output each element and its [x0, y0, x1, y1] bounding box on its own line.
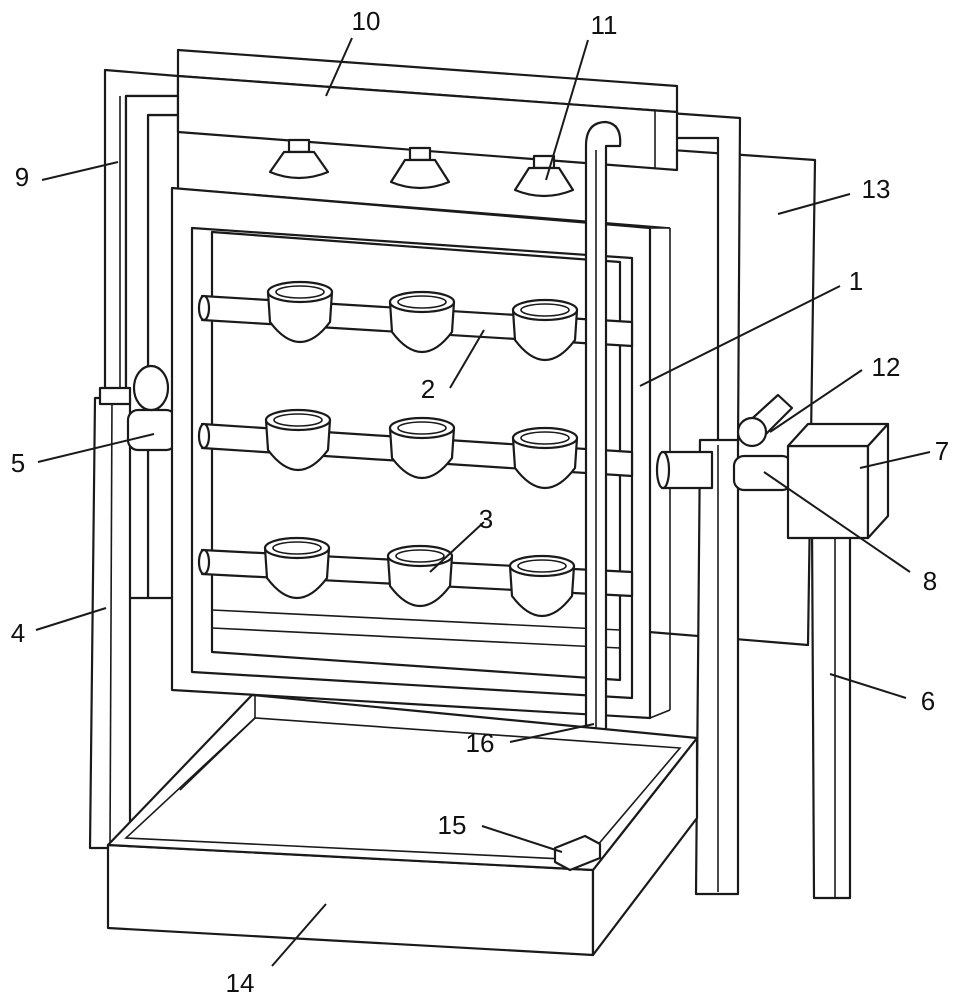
label-7: 7 [935, 436, 949, 466]
label-2: 2 [421, 374, 435, 404]
label-9: 9 [15, 162, 29, 192]
right-pivot-shaft [655, 450, 714, 490]
cup [266, 280, 334, 344]
cup [263, 536, 331, 600]
pump-15 [553, 834, 602, 872]
cup [388, 416, 456, 480]
label-12: 12 [872, 352, 901, 382]
label-16: 16 [466, 728, 495, 758]
planting-cups [263, 280, 579, 618]
label-10: 10 [352, 6, 381, 36]
label-11: 11 [591, 10, 618, 40]
cup [511, 426, 579, 490]
reference-numerals: 10 11 9 13 1 2 12 5 7 3 8 4 6 16 15 14 [11, 6, 949, 998]
cup [388, 290, 456, 354]
label-5: 5 [11, 448, 25, 478]
cup [264, 408, 332, 472]
support-post-4 [88, 386, 132, 850]
cup [508, 554, 576, 618]
nozzle [513, 154, 575, 198]
label-1: 1 [849, 266, 863, 296]
label-3: 3 [479, 504, 493, 534]
shaft-12 [736, 393, 794, 448]
label-15: 15 [438, 810, 467, 840]
label-6: 6 [921, 686, 935, 716]
nozzles-11 [268, 138, 575, 198]
label-4: 4 [11, 618, 25, 648]
nozzle [268, 138, 330, 180]
support-post-6 [810, 520, 852, 900]
motor-box-7 [786, 422, 890, 540]
sprinkler-header-10 [176, 48, 679, 172]
label-13: 13 [862, 174, 891, 204]
label-14: 14 [226, 968, 255, 998]
cup [511, 298, 579, 362]
cup [386, 544, 454, 608]
water-tank-14 [106, 693, 699, 957]
leader-lines [35, 37, 931, 967]
nozzle [389, 146, 451, 190]
label-8: 8 [923, 566, 937, 596]
